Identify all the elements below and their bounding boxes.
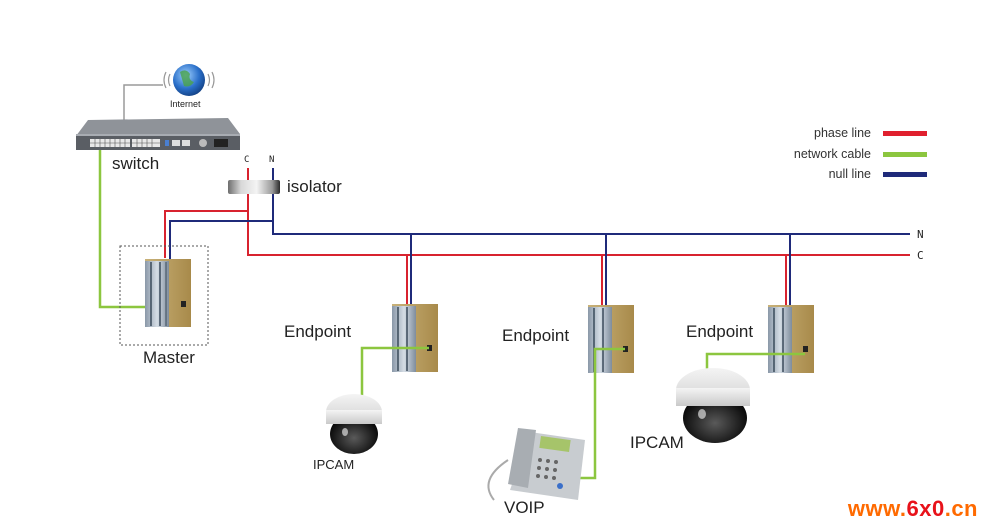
network-cable-ipcam-1 (360, 346, 429, 398)
watermark-mid: 6x0 (906, 496, 945, 521)
master-frame (119, 245, 209, 346)
legend-item-null: null line (829, 167, 927, 181)
network-cable-ipcam-2 (705, 352, 805, 372)
watermark: www.6x0.cn (848, 496, 978, 522)
legend-swatch-phase (883, 130, 927, 136)
legend-label: network cable (793, 147, 871, 161)
watermark-prefix: www. (847, 496, 907, 521)
null-bus (272, 194, 910, 235)
ipcam-icon (676, 368, 750, 443)
network-cable-voip (570, 347, 625, 480)
legend-swatch-network (883, 151, 927, 157)
legend-item-phase: phase line (814, 126, 927, 140)
endpoint-device-icon (588, 305, 634, 373)
phase-line-master (164, 194, 249, 258)
null-line-master (169, 194, 274, 260)
legend-label: null line (828, 167, 871, 181)
internet-globe-icon (163, 64, 215, 96)
bus-c-label: C (917, 249, 924, 262)
watermark-suffix: .cn (944, 496, 978, 521)
voip-label: VOIP (504, 498, 545, 517)
isolator-icon (228, 180, 280, 194)
endpoint-label-1: Endpoint (284, 322, 352, 341)
phase-bus (247, 194, 910, 256)
endpoint-label-2: Endpoint (502, 326, 570, 345)
ipcam-label-2: IPCAM (630, 433, 684, 452)
internet-label: Internet (170, 99, 201, 109)
master-label: Master (143, 348, 195, 367)
legend-label: phase line (814, 126, 871, 140)
isolator-c-label: C (244, 155, 250, 165)
internet-cable (123, 84, 163, 120)
isolator-n-label: N (269, 155, 275, 165)
endpoint-device-icon (392, 304, 438, 372)
switch-device-icon (76, 118, 240, 150)
ipcam-icon (326, 394, 382, 454)
bus-n-label: N (917, 228, 924, 241)
ipcam-label-1: IPCAM (313, 457, 355, 472)
master-device-icon (145, 259, 191, 327)
isolator-label: isolator (287, 177, 342, 196)
endpoint-device-icon (768, 305, 814, 373)
legend-item-network: network cable (794, 147, 927, 161)
voip-phone-icon (487, 428, 585, 501)
switch-label: switch (112, 154, 160, 173)
legend-swatch-null (883, 171, 927, 177)
endpoint-label-3: Endpoint (686, 322, 754, 341)
